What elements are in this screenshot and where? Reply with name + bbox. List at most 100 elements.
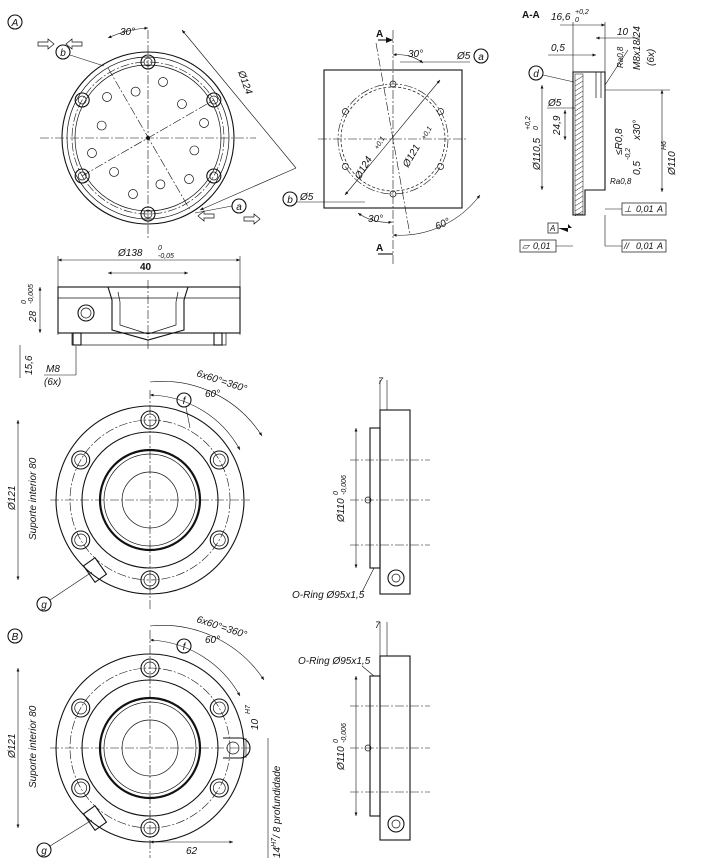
- svg-text:Ø121: Ø121: [401, 143, 423, 171]
- hatch-line: [574, 185, 584, 192]
- marker-a-label: a: [236, 202, 242, 213]
- hatch-line: [574, 205, 584, 212]
- svg-text:+0,2: +0,2: [575, 9, 589, 16]
- svg-text:f: f: [183, 642, 187, 653]
- hatch-line: [574, 165, 584, 172]
- svg-text:14H7/ 8 profundidade: 14H7/ 8 profundidade: [271, 765, 283, 858]
- bolt-hole-inner: [212, 533, 226, 547]
- svg-text:6x60°=360°: 6x60°=360°: [195, 614, 248, 641]
- section-mark-top: A: [376, 29, 383, 40]
- svg-text:15,6: 15,6: [24, 355, 35, 375]
- mounting-hole-inner: [143, 57, 153, 67]
- svg-text:Suporte interior 80: Suporte interior 80: [28, 457, 39, 540]
- svg-text:M8x18/24: M8x18/24: [632, 26, 643, 70]
- svg-text:-0,005: -0,005: [28, 284, 35, 304]
- view1-angle-label: 30°: [120, 27, 135, 38]
- svg-text:-0,05: -0,05: [158, 253, 174, 260]
- hatch-line: [574, 200, 584, 207]
- bolt-hole-inner: [143, 573, 157, 587]
- svg-text:0: 0: [333, 739, 340, 743]
- svg-text:M8: M8: [46, 364, 60, 375]
- bolt-hole-inner: [74, 701, 88, 715]
- svg-text:a: a: [478, 52, 484, 63]
- marker-A-circle: [7, 14, 23, 30]
- hatch-line: [574, 75, 584, 82]
- bolt-hole-inner: [212, 781, 226, 795]
- hatch-line: [574, 130, 584, 137]
- bolt-hole: [209, 530, 229, 550]
- hatch-line: [574, 210, 584, 217]
- bolt-hole: [140, 818, 160, 838]
- hatch-line: [574, 145, 584, 152]
- svg-text:30°: 30°: [408, 49, 423, 60]
- bolt-hole-inner: [74, 781, 88, 795]
- svg-text:Suporte interior 80: Suporte interior 80: [28, 705, 39, 788]
- front-view: Ø138 0 -0,05 40 28 0 -0,005 15,6 M8 (6x): [19, 245, 241, 388]
- mounting-hole: [206, 168, 222, 184]
- svg-text:f: f: [183, 396, 187, 407]
- small-hole: [87, 148, 97, 158]
- direction-arrow: [37, 38, 55, 50]
- hatch-line: [574, 115, 584, 122]
- view1-holes: [74, 54, 222, 222]
- svg-text:60°: 60°: [205, 635, 220, 646]
- svg-text:0,5: 0,5: [551, 43, 565, 54]
- svg-text:0: 0: [158, 245, 162, 252]
- bolt-hole: [140, 570, 160, 590]
- mounting-hole: [74, 168, 90, 184]
- hatch-line: [574, 125, 584, 132]
- mounting-hole: [206, 92, 222, 108]
- small-hole: [96, 120, 107, 131]
- view1-plan: A 30° Ø124 b a: [7, 14, 297, 240]
- svg-text:g: g: [41, 600, 47, 611]
- svg-text:62: 62: [186, 846, 198, 857]
- svg-text:Ø121: Ø121: [7, 486, 18, 511]
- svg-text:0: 0: [533, 126, 540, 130]
- small-hole: [158, 77, 168, 87]
- svg-text:0: 0: [333, 491, 340, 495]
- small-hole: [155, 179, 166, 190]
- svg-text:Ø138: Ø138: [117, 248, 143, 259]
- hatch-line: [574, 90, 584, 97]
- bolt-hole: [71, 698, 91, 718]
- svg-text:Ø110: Ø110: [336, 746, 347, 771]
- svg-text:O-Ring Ø95x1,5: O-Ring Ø95x1,5: [298, 656, 371, 667]
- svg-text:0: 0: [575, 17, 579, 24]
- svg-text://: //: [623, 241, 631, 251]
- side3: 7 Ø110 0 -0,006 O-Ring Ø95x1,5: [292, 376, 430, 601]
- svg-text:Ø110: Ø110: [336, 498, 347, 523]
- svg-text:▱: ▱: [522, 241, 530, 251]
- small-hole: [109, 167, 119, 177]
- svg-text:Ra0,8: Ra0,8: [616, 46, 625, 68]
- view4-plan: B 6x60°=360° 60° f Ø121 Suporte interior…: [7, 614, 283, 858]
- hatch-line: [574, 85, 584, 92]
- mounting-hole-inner: [77, 95, 87, 105]
- hatch-line: [574, 110, 584, 117]
- svg-text:A: A: [656, 241, 663, 251]
- svg-text:+0,2: +0,2: [525, 116, 532, 130]
- datum-a: A: [549, 224, 555, 233]
- svg-text:7: 7: [375, 620, 381, 630]
- svg-text:Ø5: Ø5: [547, 98, 562, 109]
- svg-text:16,6: 16,6: [551, 12, 571, 23]
- svg-text:+0,1: +0,1: [421, 125, 434, 141]
- section-body: [572, 71, 606, 216]
- svg-text:Ø5: Ø5: [456, 51, 471, 62]
- svg-text:d: d: [533, 69, 539, 80]
- bolt-hole: [209, 778, 229, 798]
- bolt-hole: [71, 450, 91, 470]
- small-hole: [102, 92, 112, 102]
- hatch-line: [574, 135, 584, 142]
- bolt-hole-inner: [143, 821, 157, 835]
- hatch-line: [574, 180, 584, 187]
- bolt-hole: [71, 778, 91, 798]
- svg-text:H7: H7: [245, 704, 252, 714]
- hatch-line: [574, 170, 584, 177]
- svg-text:0,01: 0,01: [533, 241, 551, 251]
- marker-b-label: b: [60, 48, 66, 59]
- view1-dia-label: Ø124: [235, 68, 254, 96]
- hatch-line: [574, 175, 584, 182]
- svg-text:10: 10: [617, 27, 629, 38]
- bolt-hole-inner: [212, 701, 226, 715]
